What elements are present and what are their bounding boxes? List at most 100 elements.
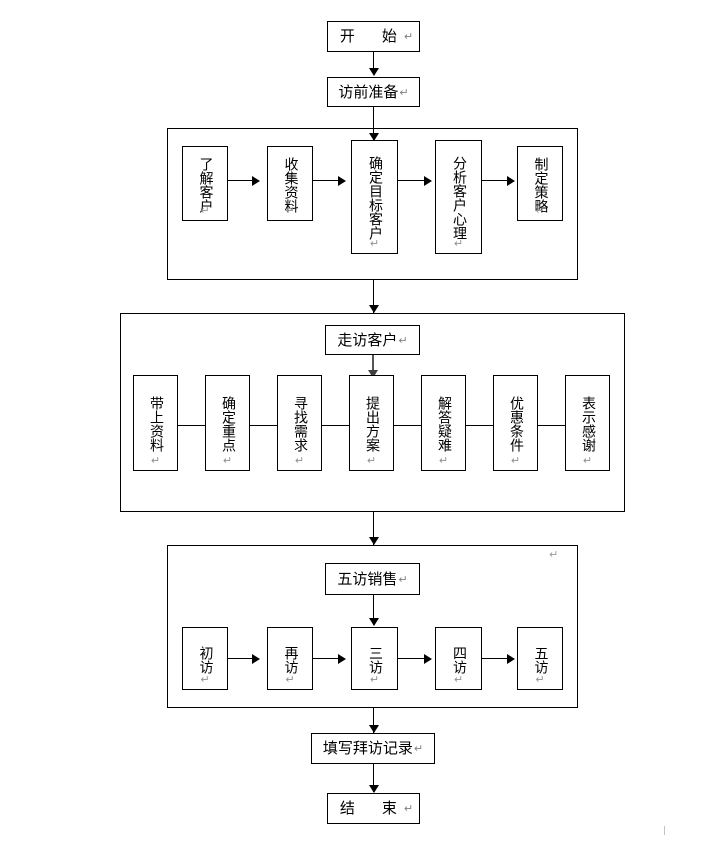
node-bring-materials[interactable]: 带上资料 ↵ — [133, 375, 178, 471]
node-propose-solution[interactable]: 提出方案 ↵ — [349, 375, 394, 471]
node-collect-materials[interactable]: 收集资料 ↵ — [267, 146, 313, 221]
arrowhead-g3-2-3 — [338, 654, 346, 664]
node-analyze-customer-psychology-label: 分析客户心理 — [451, 156, 467, 240]
group-customer-visit — [120, 313, 625, 512]
pilcrow-mark: ↵ — [150, 454, 161, 467]
node-formulate-strategy[interactable]: 制定策略 ↵ — [517, 146, 563, 221]
connector-g3-2-3 — [313, 658, 340, 659]
pilcrow-mark: ↵ — [413, 742, 424, 755]
arrowhead-g1-3-4 — [424, 176, 432, 186]
arrowhead-start-to-prepare — [369, 68, 379, 76]
connector-g1-2-3 — [313, 180, 340, 181]
node-discount-terms-label: 优惠条件 — [508, 396, 524, 452]
node-identify-key-points[interactable]: 确定重点 ↵ — [205, 375, 250, 471]
node-express-thanks-label: 表示感谢 — [580, 396, 596, 452]
node-start[interactable]: 开 始↵ — [327, 21, 420, 52]
node-third-visit[interactable]: 三访 ↵ — [351, 627, 398, 690]
node-pre-visit-preparation-label: 访前准备 — [338, 82, 399, 101]
arrowhead-group3-to-record — [369, 725, 379, 733]
group-pre-visit-preparation — [167, 128, 578, 280]
group-five-visit-sales-corner-mark: ↵ — [549, 548, 559, 561]
connector-g1-1-2 — [228, 180, 254, 181]
node-understand-customer[interactable]: 了解客户 ↵ — [182, 146, 228, 221]
node-formulate-strategy-label: 制定策略 — [532, 156, 549, 213]
node-pre-visit-preparation[interactable]: 访前准备↵ — [327, 77, 420, 107]
pilcrow-mark: ↵ — [285, 204, 295, 217]
arrowhead-g1-4-5 — [507, 176, 515, 186]
node-fifth-visit[interactable]: 五访 ↵ — [517, 627, 563, 690]
node-analyze-customer-psychology[interactable]: 分析客户心理 ↵ — [435, 140, 482, 254]
connector-group3-to-record — [373, 708, 374, 734]
node-bring-materials-label: 带上资料 — [148, 396, 164, 452]
arrowhead-g1-2-3 — [338, 176, 346, 186]
node-end-label: 结 束 — [339, 799, 403, 817]
node-understand-customer-label: 了解客户 — [197, 156, 214, 213]
connector-g2-3-4 — [322, 425, 349, 426]
node-fourth-visit-label: 四访 — [451, 645, 467, 674]
node-start-label: 开 始 — [339, 27, 403, 45]
arrowhead-group1-to-group2 — [369, 305, 379, 313]
node-express-thanks[interactable]: 表示感谢 ↵ — [565, 375, 610, 471]
arrowhead-g3-3-4 — [424, 654, 432, 664]
node-propose-solution-label: 提出方案 — [364, 396, 380, 452]
node-identify-target-customer-label: 确定目标客户 — [367, 156, 383, 240]
arrowhead-record-to-end — [369, 785, 379, 793]
connector-g2-2-3 — [250, 425, 277, 426]
pilcrow-mark: ↵ — [200, 673, 210, 686]
node-identify-key-points-label: 确定重点 — [220, 396, 236, 452]
node-second-visit[interactable]: 再访 ↵ — [267, 627, 313, 690]
node-fifth-visit-label: 五访 — [532, 645, 549, 674]
connector-group1-to-group2 — [373, 280, 374, 314]
node-five-visit-sales-header[interactable]: 五访销售↵ — [325, 563, 420, 595]
node-resolve-difficulties-label: 解答疑难 — [436, 396, 452, 452]
node-find-needs[interactable]: 寻找需求 ↵ — [277, 375, 322, 471]
connector-g1-4-5 — [482, 180, 509, 181]
pilcrow-mark: ↵ — [285, 673, 295, 686]
node-resolve-difficulties[interactable]: 解答疑难 ↵ — [421, 375, 466, 471]
connector-start-to-prepare — [373, 52, 374, 70]
node-first-visit[interactable]: 初访 ↵ — [182, 627, 228, 690]
connector-five-visit-header-to-third-visit — [373, 595, 374, 625]
pilcrow-mark: ↵ — [438, 454, 449, 467]
node-visit-customer-header-label: 走访客户 — [337, 330, 398, 349]
pilcrow-mark: ↵ — [582, 454, 593, 467]
connector-record-to-end — [373, 764, 374, 792]
pilcrow-mark: ↵ — [453, 673, 464, 686]
connector-visit-header-to-propose — [372, 355, 374, 373]
connector-g2-5-6 — [466, 425, 493, 426]
connector-g3-3-4 — [398, 658, 426, 659]
node-five-visit-sales-header-label: 五访销售 — [337, 569, 398, 588]
arrowhead-g3-4-5 — [507, 654, 515, 664]
connector-g3-1-2 — [228, 658, 254, 659]
connector-g2-6-7 — [538, 425, 565, 426]
connector-group2-to-group3 — [373, 512, 374, 546]
arrowhead-prepare-to-group1 — [369, 133, 379, 141]
node-find-needs-label: 寻找需求 — [292, 396, 308, 452]
arrowhead-visit-header-to-propose — [368, 370, 378, 378]
arrowhead-g3-1-2 — [252, 654, 260, 664]
node-fill-visit-record[interactable]: 填写拜访记录↵ — [311, 733, 435, 764]
pilcrow-mark: ↵ — [453, 237, 464, 250]
node-first-visit-label: 初访 — [197, 645, 214, 674]
node-discount-terms[interactable]: 优惠条件 ↵ — [493, 375, 538, 471]
pilcrow-mark: ↵ — [366, 454, 377, 467]
pilcrow-mark: ↵ — [403, 30, 414, 43]
pilcrow-mark: ↵ — [200, 204, 210, 217]
arrowhead-five-visit-header-to-third-visit — [369, 618, 379, 626]
pilcrow-mark: ↵ — [398, 572, 408, 586]
pilcrow-mark: ↵ — [403, 802, 414, 815]
node-visit-customer-header[interactable]: 走访客户↵ — [325, 325, 420, 355]
arrowhead-g1-1-2 — [252, 176, 260, 186]
node-collect-materials-label: 收集资料 — [282, 156, 299, 213]
node-second-visit-label: 再访 — [282, 645, 299, 674]
arrowhead-group2-to-group3 — [369, 537, 379, 545]
pilcrow-mark: ↵ — [369, 237, 380, 250]
connector-g3-4-5 — [482, 658, 509, 659]
pilcrow-mark: ↵ — [294, 454, 305, 467]
node-end[interactable]: 结 束↵ — [327, 793, 420, 824]
page-corner-mark: | — [663, 826, 667, 836]
pilcrow-mark: ↵ — [222, 454, 233, 467]
node-fourth-visit[interactable]: 四访 ↵ — [435, 627, 482, 690]
connector-g2-4-5 — [394, 425, 421, 426]
node-identify-target-customer[interactable]: 确定目标客户 ↵ — [351, 140, 398, 254]
